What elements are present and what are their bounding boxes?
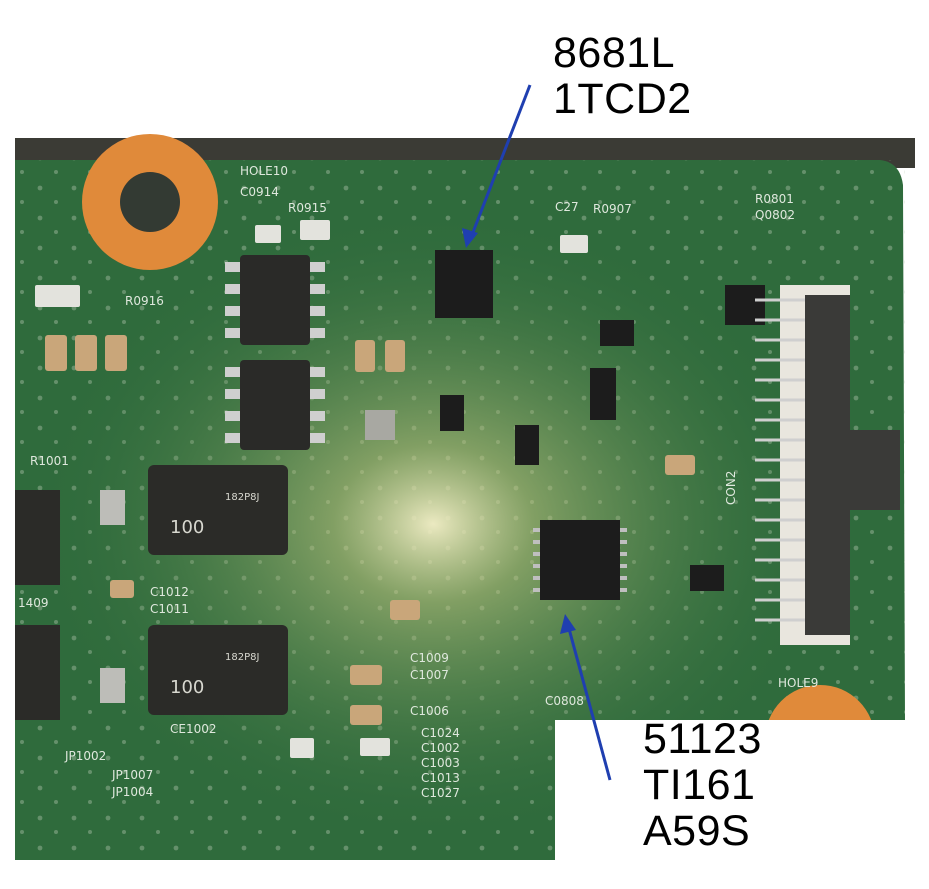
label-c1012: C1012 <box>150 585 189 599</box>
sot-chip-2 <box>515 425 539 465</box>
left-transistor-2 <box>15 625 60 720</box>
label-1409: 1409 <box>18 596 49 610</box>
mosfet-1 <box>240 255 310 345</box>
label-jp1007: JP1007 <box>111 768 153 782</box>
label-jp1002: JP1002 <box>64 749 106 763</box>
label-c1009: C1009 <box>410 651 449 665</box>
label-jp1004: JP1004 <box>111 785 153 799</box>
label-c1006: C1006 <box>410 704 449 718</box>
sot-chip-1 <box>440 395 464 431</box>
sot-chip-5 <box>725 285 765 325</box>
inductor-1-mark: 100 <box>170 517 204 538</box>
label-c1027: C1027 <box>421 786 460 800</box>
label-hole9: HOLE9 <box>778 676 818 690</box>
sot-chip-3 <box>590 368 616 420</box>
callout-top-line1: 8681L <box>553 29 676 77</box>
label-r0915: R0915 <box>288 201 327 215</box>
silver-pad-1 <box>100 490 125 525</box>
label-r0907: R0907 <box>593 202 632 216</box>
hole10 <box>120 172 180 232</box>
chip-8681l <box>435 250 493 318</box>
label-c1007: C1007 <box>410 668 449 682</box>
label-c1003: C1003 <box>421 756 460 770</box>
label-ce1002: CE1002 <box>170 722 217 736</box>
connector-latch <box>850 430 900 510</box>
label-c1013: C1013 <box>421 771 460 785</box>
arrow-top <box>462 84 532 248</box>
callout-bottom-chip: 51123 TI161 A59S <box>643 716 762 854</box>
callout-bottom-line1: 51123 <box>643 715 762 763</box>
label-c27: C27 <box>555 200 579 214</box>
callout-bottom-line3: A59S <box>643 807 751 855</box>
sot-chip-6 <box>690 565 724 591</box>
silver-pad-2 <box>100 668 125 703</box>
label-r0916: R0916 <box>125 294 164 308</box>
label-r1001: R1001 <box>30 454 69 468</box>
inductor-1 <box>148 465 288 555</box>
inductor-2 <box>148 625 288 715</box>
label-r0801: R0801 <box>755 192 794 206</box>
arrow-bottom <box>560 614 612 781</box>
label-con2: CON2 <box>724 471 738 505</box>
left-transistor-1 <box>15 490 60 585</box>
callout-bottom-line2: TI161 <box>643 761 756 809</box>
inductor-2-code: 182P8J <box>225 652 259 663</box>
label-c1011: C1011 <box>150 602 189 616</box>
label-c1002: C1002 <box>421 741 460 755</box>
callout-top-chip: 8681L 1TCD2 <box>553 30 692 122</box>
label-hole10: HOLE10 <box>240 164 288 178</box>
label-q0802: Q0802 <box>755 208 795 222</box>
callout-backdrop <box>555 720 929 889</box>
silver-pad-3 <box>365 410 395 440</box>
callout-top-line2: 1TCD2 <box>553 75 692 123</box>
inductor-2-mark: 100 <box>170 677 204 698</box>
inductor-1-code: 182P8J <box>225 492 259 503</box>
label-c1024: C1024 <box>421 726 460 740</box>
connector-slot <box>805 295 850 635</box>
mosfet-2 <box>240 360 310 450</box>
chip-51123 <box>540 520 620 600</box>
label-c0914: C0914 <box>240 185 279 199</box>
label-c0808: C0808 <box>545 694 584 708</box>
sot-chip-4 <box>600 320 634 346</box>
